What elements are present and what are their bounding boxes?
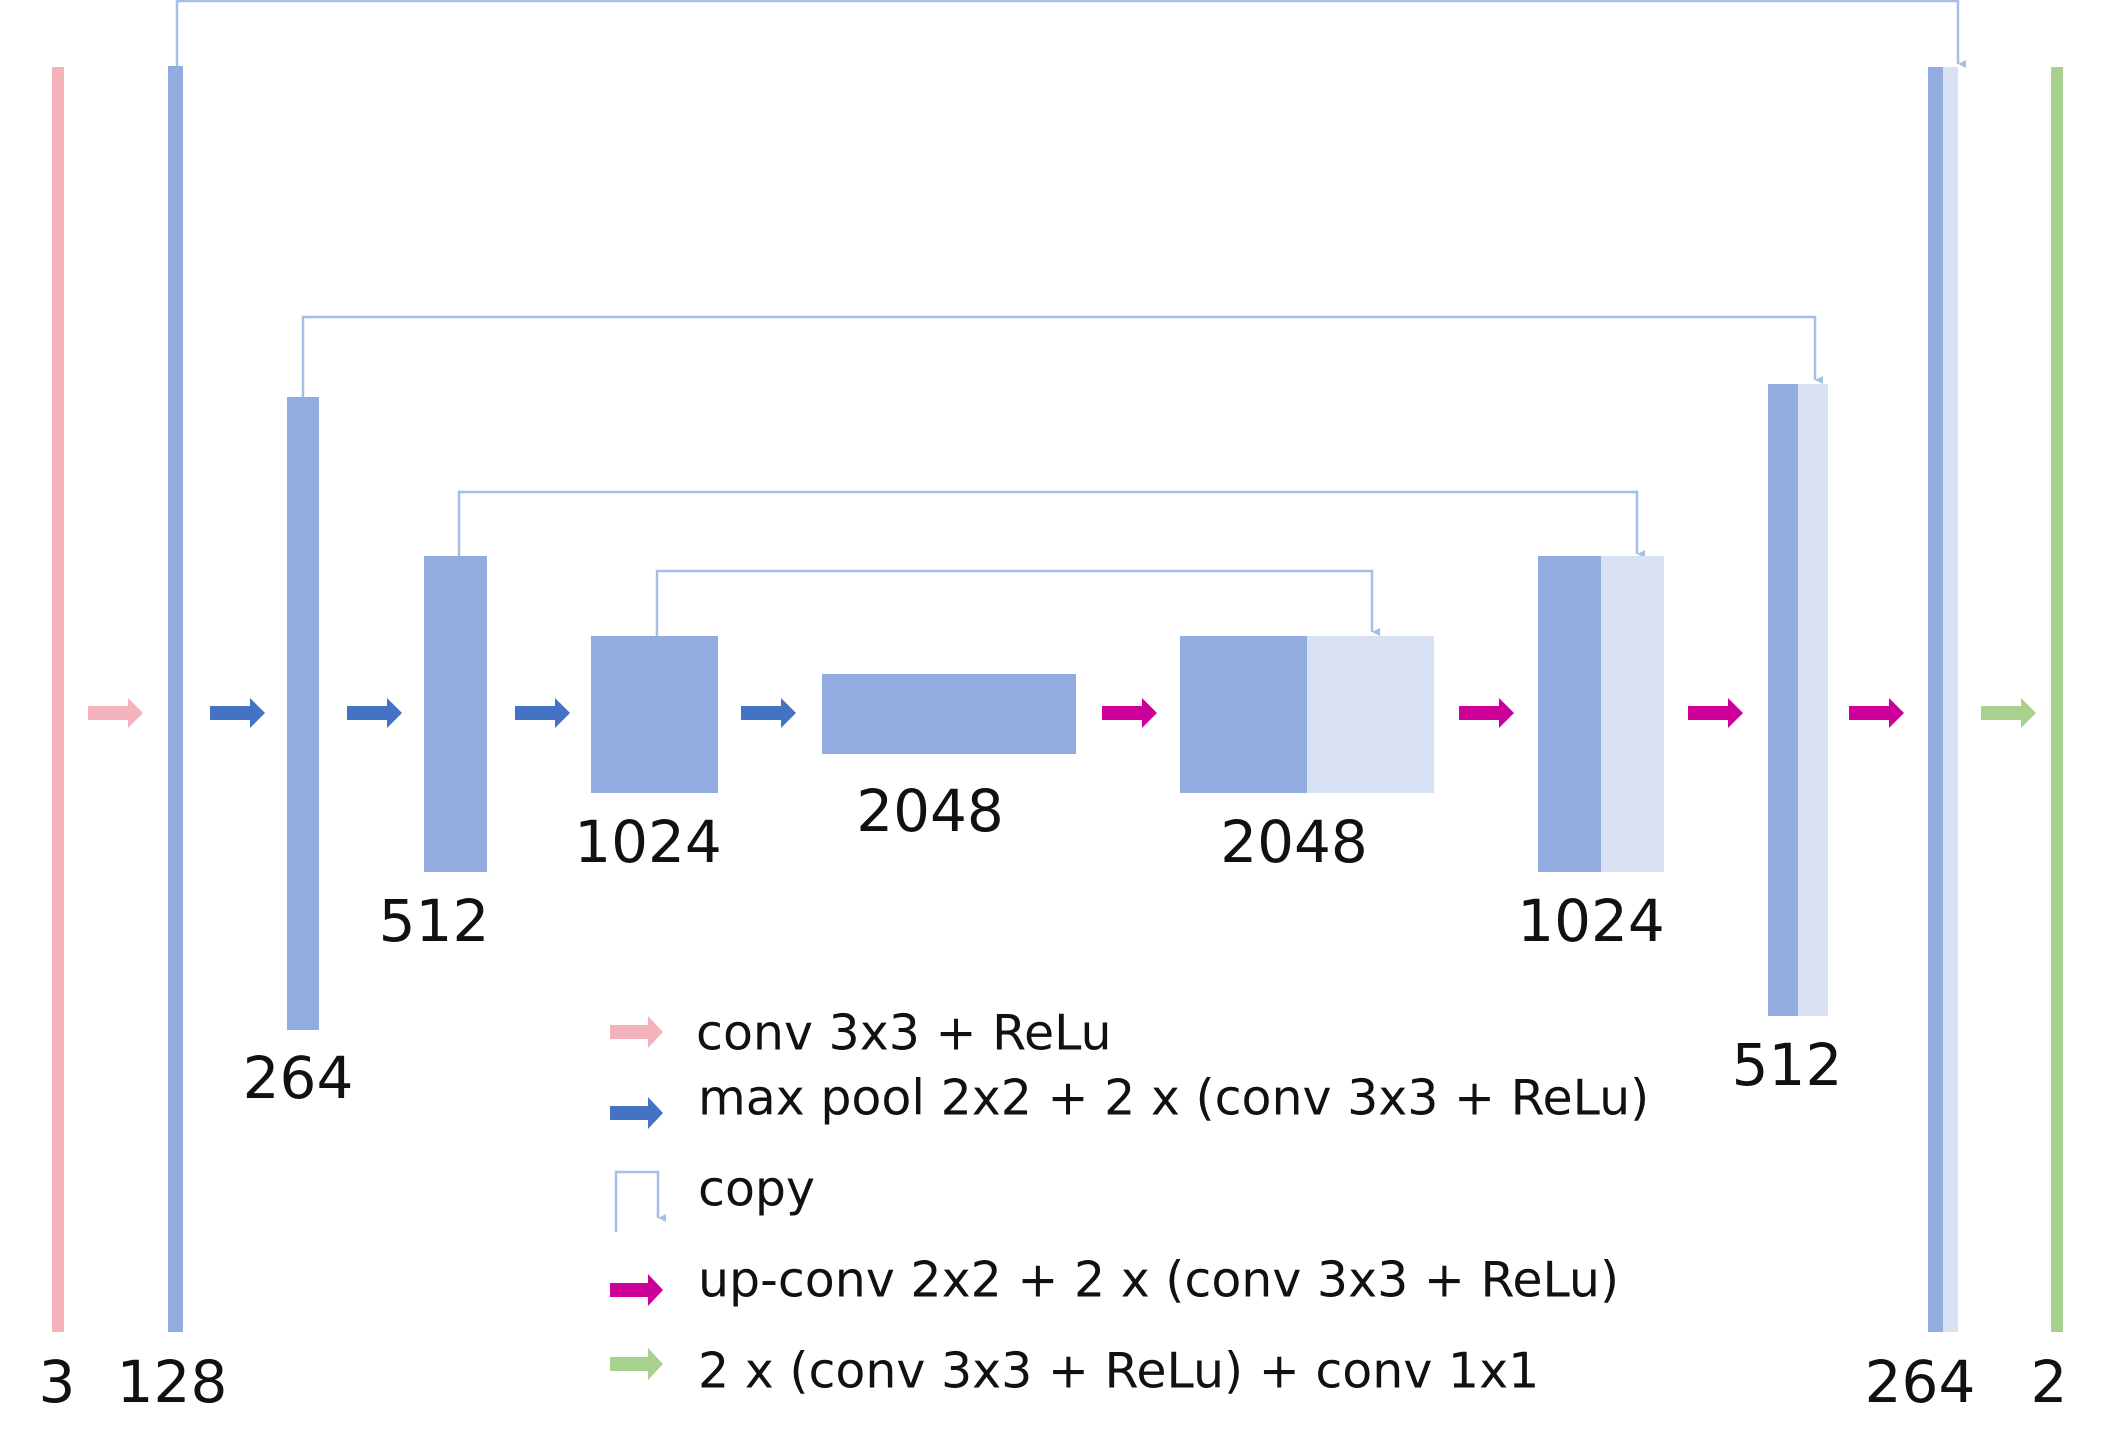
- right-arrow-icon: [741, 698, 796, 728]
- output-layer-bar: [2051, 67, 2063, 1332]
- encoder-4-channels-label: 1024: [574, 808, 722, 876]
- channel-labels: 3 128 264 512 1024 2048 2048 1024 512 26…: [39, 777, 2068, 1416]
- decoder-1-bar: [1928, 67, 1943, 1332]
- bottleneck-channels-label: 2048: [856, 777, 1004, 845]
- right-arrow-icon: [210, 698, 265, 728]
- right-arrow-icon: [347, 698, 402, 728]
- decoder-1-copied-bar: [1943, 67, 1958, 1332]
- input-channels-label: 3: [39, 1348, 76, 1416]
- decoder-2-bar: [1768, 384, 1798, 1016]
- decoder-4-block: [1180, 636, 1307, 793]
- copy-connection-2: [301, 315, 1823, 397]
- legend-item-upconv: up-conv 2x2 + 2 x (conv 3x3 + ReLu): [610, 1252, 1619, 1309]
- decoder-3-copied-bar: [1601, 556, 1664, 872]
- right-arrow-icon: [610, 1016, 663, 1048]
- legend-label-maxpool: max pool 2x2 + 2 x (conv 3x3 + ReLu): [698, 1070, 1649, 1127]
- right-arrow-icon: [1102, 698, 1157, 728]
- encoder-3-channels-label: 512: [379, 887, 490, 955]
- decoder-4-copied-block: [1307, 636, 1434, 793]
- right-arrow-icon: [610, 1348, 663, 1380]
- encoder-3-bar: [424, 556, 487, 872]
- decoder-2-channels-label: 512: [1732, 1031, 1843, 1099]
- legend-label-upconv: up-conv 2x2 + 2 x (conv 3x3 + ReLu): [698, 1252, 1619, 1309]
- encoder-1-channels-label: 128: [117, 1348, 228, 1416]
- encoder-4-block: [591, 636, 718, 793]
- flow-arrows: [88, 698, 2036, 728]
- legend-item-conv: conv 3x3 + ReLu: [610, 1005, 1112, 1062]
- encoder-1-bar: [168, 66, 183, 1332]
- legend-label-conv: conv 3x3 + ReLu: [696, 1005, 1112, 1062]
- encoder-2-channels-label: 264: [243, 1044, 354, 1112]
- decoder-4-channels-label: 2048: [1220, 808, 1368, 876]
- legend-label-final: 2 x (conv 3x3 + ReLu) + conv 1x1: [698, 1343, 1539, 1400]
- bent-down-arrow-icon: [614, 1170, 666, 1232]
- decoder-2-copied-bar: [1798, 384, 1828, 1016]
- right-arrow-icon: [515, 698, 570, 728]
- copy-connection-1: [175, 0, 1966, 68]
- copy-connections: [175, 0, 1966, 636]
- right-arrow-icon: [610, 1274, 663, 1306]
- legend-item-copy: copy: [614, 1161, 815, 1232]
- right-arrow-icon: [88, 698, 143, 728]
- output-channels-label: 2: [2031, 1348, 2068, 1416]
- input-layer-bar: [52, 67, 64, 1332]
- legend-label-copy: copy: [698, 1161, 815, 1218]
- legend-item-maxpool: max pool 2x2 + 2 x (conv 3x3 + ReLu): [610, 1070, 1649, 1129]
- encoder-2-bar: [287, 397, 319, 1030]
- legend-item-final: 2 x (conv 3x3 + ReLu) + conv 1x1: [610, 1343, 1539, 1400]
- bottleneck-block: [822, 674, 1076, 754]
- copy-connection-4: [655, 569, 1380, 636]
- right-arrow-icon: [1849, 698, 1904, 728]
- right-arrow-icon: [610, 1097, 663, 1129]
- feature-maps: [52, 66, 2063, 1332]
- copy-connection-3: [457, 490, 1645, 558]
- decoder-3-bar: [1538, 556, 1601, 872]
- decoder-3-channels-label: 1024: [1517, 887, 1665, 955]
- right-arrow-icon: [1981, 698, 2036, 728]
- legend: conv 3x3 + ReLu max pool 2x2 + 2 x (conv…: [610, 1005, 1649, 1400]
- right-arrow-icon: [1459, 698, 1514, 728]
- decoder-1-channels-label: 264: [1865, 1348, 1976, 1416]
- right-arrow-icon: [1688, 698, 1743, 728]
